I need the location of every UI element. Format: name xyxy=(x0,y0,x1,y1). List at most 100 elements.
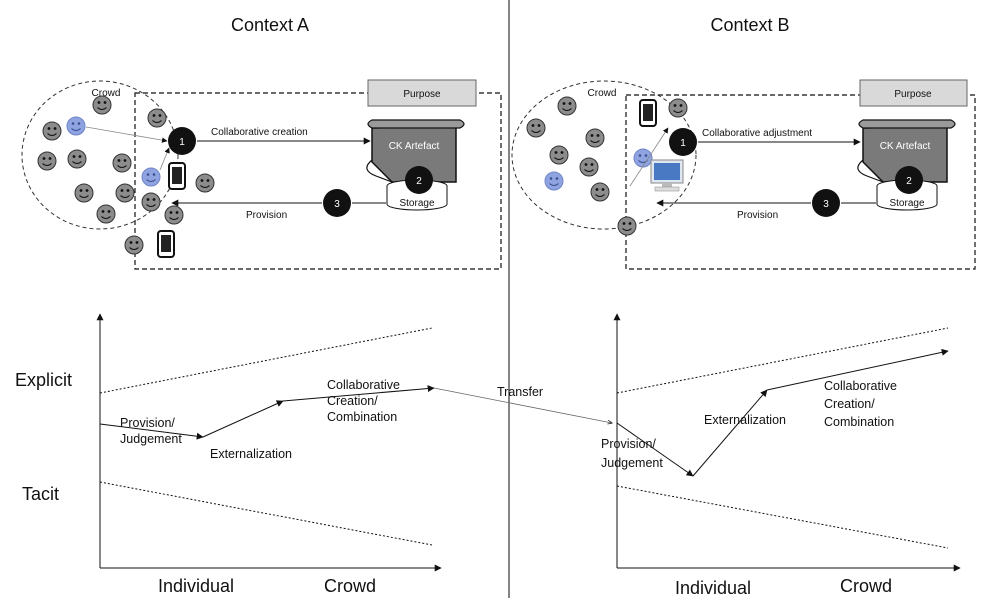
purpose-box xyxy=(859,79,968,107)
path-segment xyxy=(766,348,949,391)
crowd-label: Crowd xyxy=(588,88,617,99)
provision-label: Provision xyxy=(737,210,778,221)
path-segment xyxy=(99,423,204,440)
smiley-face-icon xyxy=(585,128,605,148)
step-2-badge xyxy=(895,166,923,194)
explicit-boundary xyxy=(616,327,949,394)
contribution-arrow xyxy=(159,147,170,171)
tacit-label: Tacit xyxy=(22,484,59,504)
smiley-face-icon xyxy=(526,118,546,138)
graph-label: Judgement xyxy=(120,432,182,446)
transfer-label: Transfer xyxy=(497,385,543,399)
smiley-face-icon xyxy=(96,204,116,224)
desktop-computer-icon xyxy=(650,159,684,192)
tacit-boundary xyxy=(616,485,949,549)
platform-boundary xyxy=(625,94,976,270)
context-a-title: Context A xyxy=(231,15,309,35)
x-word-individual: Individual xyxy=(675,578,751,598)
smiley-face-icon xyxy=(579,157,599,177)
x-word-individual: Individual xyxy=(158,576,234,596)
path-segment xyxy=(616,422,694,477)
graph-label: Collaborative xyxy=(327,378,400,392)
platform-boundary xyxy=(134,92,502,270)
step-1-number: 1 xyxy=(179,137,185,148)
purpose-label: Purpose xyxy=(894,89,932,100)
step-1-badge xyxy=(168,127,196,155)
graph-label: Creation/ xyxy=(327,394,378,408)
step-2-number: 2 xyxy=(416,176,422,187)
smiley-face-icon xyxy=(164,205,184,225)
step-3-number: 3 xyxy=(334,199,340,210)
graph-label: Combination xyxy=(327,410,397,424)
step-1-label: Collaborative adjustment xyxy=(702,128,812,139)
graph-label: Combination xyxy=(824,415,894,429)
smiley-face-icon xyxy=(66,116,86,136)
contribution-arrow xyxy=(629,127,669,187)
smiley-face-icon xyxy=(668,98,688,118)
contribution-arrow xyxy=(85,126,168,143)
smiley-face-icon xyxy=(141,167,161,187)
x-word-crowd: Crowd xyxy=(840,576,892,596)
x-word-crowd: Crowd xyxy=(324,576,376,596)
smiley-face-icon xyxy=(147,108,167,128)
smiley-face-icon xyxy=(115,183,135,203)
path-segment xyxy=(692,389,768,477)
graph-label: Externalization xyxy=(704,413,786,427)
graph-label: Externalization xyxy=(210,447,292,461)
smiley-face-icon xyxy=(195,173,215,193)
step-2-badge xyxy=(405,166,433,194)
explicit-boundary xyxy=(99,327,433,394)
smiley-face-icon xyxy=(74,183,94,203)
step-3-number: 3 xyxy=(823,199,829,210)
provision-label: Provision xyxy=(246,210,287,221)
purpose-box xyxy=(367,79,477,107)
smartphone-icon xyxy=(639,99,657,127)
smiley-face-icon xyxy=(544,171,564,191)
storage-label: Storage xyxy=(399,198,434,209)
artefact-label: CK Artefact xyxy=(389,141,440,152)
graph-label: Provision/ xyxy=(120,416,175,430)
step-2-number: 2 xyxy=(906,176,912,187)
smiley-face-icon xyxy=(590,182,610,202)
crowd-members xyxy=(526,96,688,236)
step-1-badge xyxy=(669,128,697,156)
step-1-label: Collaborative creation xyxy=(211,127,308,138)
smartphone-icon xyxy=(157,230,175,258)
path-segment xyxy=(202,400,284,438)
smiley-face-icon xyxy=(549,145,569,165)
smartphone-icon xyxy=(168,162,186,190)
smiley-face-icon xyxy=(124,235,144,255)
explicit-label: Explicit xyxy=(15,370,72,390)
context-b-title: Context B xyxy=(710,15,789,35)
graph-label: Collaborative xyxy=(824,379,897,393)
crowd-boundary xyxy=(21,80,179,230)
purpose-label: Purpose xyxy=(403,89,441,100)
smiley-face-icon xyxy=(617,216,637,236)
graph-label: Creation/ xyxy=(824,397,875,411)
smiley-face-icon xyxy=(112,153,132,173)
tacit-boundary xyxy=(99,481,433,546)
smiley-face-icon xyxy=(67,149,87,169)
crowd-label: Crowd xyxy=(92,88,121,99)
step-3-badge xyxy=(323,189,351,217)
smiley-face-icon xyxy=(92,95,112,115)
smiley-face-icon xyxy=(557,96,577,116)
smiley-face-icon xyxy=(141,192,161,212)
artefact-label: CK Artefact xyxy=(880,141,931,152)
smiley-face-icon xyxy=(37,151,57,171)
context-b: Context B Crowd Purpose xyxy=(511,15,976,598)
storage-label: Storage xyxy=(889,198,924,209)
graph-label: Judgement xyxy=(601,456,663,470)
context-a: Context A Crowd Purpose xyxy=(21,15,502,596)
crowd-boundary xyxy=(511,80,697,230)
smiley-face-icon xyxy=(633,148,653,168)
smiley-face-icon xyxy=(42,121,62,141)
step-1-number: 1 xyxy=(680,138,686,149)
crowd-members xyxy=(37,95,215,258)
step-3-badge xyxy=(812,189,840,217)
transfer-arrow xyxy=(433,387,612,423)
path-segment xyxy=(282,385,435,402)
graph-label: Provision/ xyxy=(601,437,656,451)
